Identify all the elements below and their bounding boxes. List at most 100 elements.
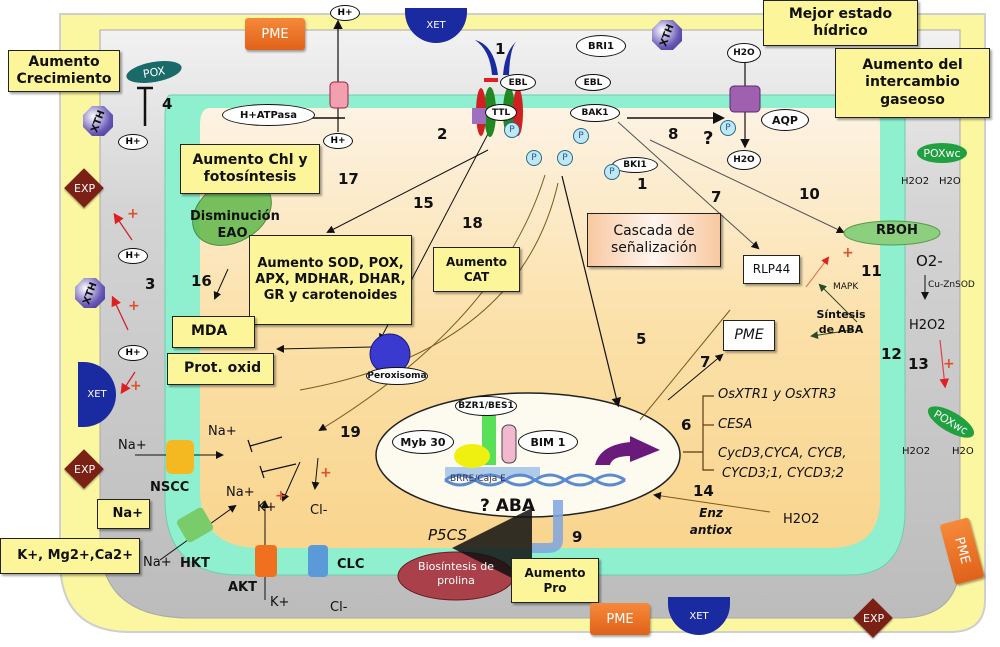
xth-enzyme-left-mid: XTH: [75, 278, 105, 308]
pathway-number-6: 6: [681, 416, 692, 434]
cl-ion-cyto: Cl-: [310, 503, 328, 518]
inhibit-na-2: [261, 463, 297, 473]
h2o-bottom: H2O: [727, 150, 761, 170]
pathway-number-10: 10: [799, 185, 820, 203]
pathway-number-8: 8: [668, 125, 679, 143]
plus-sign-3: +: [130, 378, 142, 394]
bzr1-bes1-label: BZR1/BES1: [455, 396, 517, 416]
question-mark: ?: [703, 128, 714, 149]
arrow-14: [653, 491, 771, 513]
na-ion-cyto-2: Na+: [226, 485, 255, 500]
h2o2-label-bottom: H2O2: [902, 446, 931, 457]
myb30-label: Myb 30: [392, 430, 454, 454]
poxwc-enzyme-top: POXwc: [917, 143, 967, 163]
pathway-number-4: 4: [162, 95, 173, 113]
bri1-right: [503, 40, 518, 75]
pme-gene-box: PME: [723, 320, 775, 351]
pathway-number-16: 16: [191, 272, 212, 290]
arrow-5: [561, 175, 621, 408]
brre-label: BRRE/Caja E: [450, 474, 506, 484]
aba-label: ? ABA: [480, 496, 536, 516]
protein-oxidation-box: Prot. oxid: [167, 353, 274, 385]
nscc-shape: [166, 440, 194, 474]
pme-enzyme-top: PME: [245, 18, 305, 50]
sodium-decrease-box: Na+: [97, 499, 150, 529]
arrow-peroxisoma: [276, 344, 373, 353]
cat-box: Aumento CAT: [433, 247, 520, 292]
gas-exchange-box: Aumento del intercambio gaseoso: [835, 48, 990, 118]
pathway-number-1a: 1: [495, 40, 506, 58]
akt-label: AKT: [228, 580, 258, 595]
arrow-7b: [667, 353, 724, 401]
pathway-number-2: 2: [437, 125, 448, 143]
plus-sign-7: +: [943, 356, 955, 372]
ttl-label: TTL: [485, 104, 517, 121]
arrow-12: [810, 329, 853, 340]
pathway-number-15: 15: [413, 194, 434, 212]
pathway-number-19: 19: [340, 423, 361, 441]
exp-label-2: EXP: [74, 463, 96, 476]
line-rlp44: [639, 309, 731, 421]
gene-cesa: CESA: [718, 417, 753, 432]
arrow-cl: [311, 457, 320, 490]
pathway-number-7b: 7: [700, 353, 711, 371]
arrow-7: [617, 121, 760, 250]
phospho-left: P: [526, 150, 542, 166]
hkt-shape: [176, 507, 214, 543]
pathway-number-13: 13: [908, 355, 929, 373]
cu-znsod-label: Cu-ZnSOD: [928, 280, 975, 290]
phospho-bak1: P: [573, 128, 589, 144]
cl-ion-wall: Cl-: [330, 600, 348, 615]
k-ion-cyto: K+: [257, 500, 277, 515]
antioxidants-box: Aumento SOD, POX, APX, MDHAR, DHAR, GR y…: [249, 235, 412, 325]
pathway-number-18: 18: [462, 214, 483, 232]
clc-shape: [308, 545, 328, 577]
mapk-label: MAPK: [833, 282, 859, 292]
antioxidant-enzymes-label: Enz antiox: [689, 506, 733, 537]
plus-sign-5: +: [275, 488, 287, 504]
h-ion-top: H+: [330, 5, 360, 21]
arrow-9: [452, 500, 563, 588]
arrow-10: [649, 139, 845, 234]
ttl-shape: [472, 108, 486, 124]
h2o2-label-cyto: H2O2: [783, 512, 820, 527]
inhibit-na-1: [249, 436, 283, 447]
gene-bracket: [702, 395, 714, 471]
chlorophyll-box: Aumento Chl y fotosíntesis: [180, 144, 320, 194]
rlp44-box: RLP44: [743, 255, 800, 284]
plus-sign-6: +: [842, 245, 854, 261]
aqp-label: AQP: [761, 109, 809, 131]
bim1-shape: [501, 424, 517, 464]
h2o-label-top: H2O: [939, 176, 961, 187]
na-ion-wall: Na+: [118, 438, 147, 453]
h-atpase-shape: [329, 81, 349, 109]
proline-biosynthesis-label: Biosíntesis de prolina: [418, 560, 494, 588]
rboh-label: RBOH: [876, 223, 918, 238]
arrow-11: [818, 283, 858, 323]
bri1-label: BRI1: [576, 35, 626, 57]
pathway-number-9: 9: [572, 528, 583, 546]
phospho-ttl: P: [504, 122, 520, 138]
ros-decrease-label: Disminución EAO: [190, 209, 280, 241]
pme-enzyme-bottom: PME: [590, 603, 650, 635]
proline-box: Aumento Pro: [511, 558, 599, 603]
pathway-number-3: 3: [145, 275, 156, 293]
phospho-bki1: P: [604, 164, 620, 180]
mda-box: MDA: [172, 316, 255, 348]
plus-sign-4: +: [320, 465, 332, 481]
exp-label-3: EXP: [863, 612, 885, 625]
xth-enzyme-top: XTH: [652, 20, 682, 50]
k-ion-wall: K+: [270, 595, 290, 610]
curve-19a: [299, 182, 559, 391]
superoxide-label: O2-: [916, 252, 943, 270]
water-status-box: Mejor estado hídrico: [763, 0, 918, 46]
bak1-label: BAK1: [570, 104, 620, 122]
arrow-red-xet: [120, 371, 136, 395]
na-ion-hkt: Na+: [143, 555, 172, 570]
akt-shape: [255, 545, 277, 577]
h-ion-cyto: H+: [323, 133, 353, 149]
h-ion-wall-1: H+: [118, 134, 148, 150]
nscc-label: NSCC: [150, 480, 190, 495]
pathway-number-7a: 7: [711, 188, 722, 206]
peroxisome-label: Peroxisoma: [366, 367, 428, 385]
